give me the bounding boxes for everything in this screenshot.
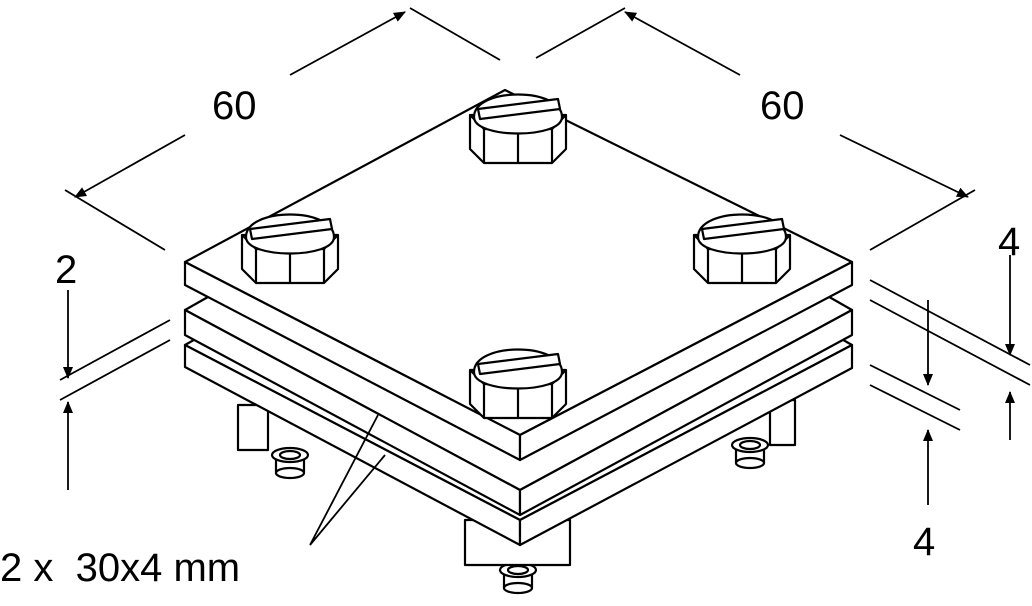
dimension-thickness-top: 4 [998,220,1021,264]
bar-specification: 2 x 30x4 mm [0,546,241,590]
dimension-thickness-bottom: 4 [913,520,936,564]
top-plate [183,88,854,462]
dimension-width-left: 60 [212,84,257,128]
nut-right [730,436,770,470]
nut-bottom [498,561,538,595]
dimension-gap: 2 [55,248,78,292]
dimension-width-right: 60 [760,84,805,128]
bolt-top [468,93,568,165]
bolt-left [240,213,340,285]
nut-left [270,446,310,480]
bolt-right [692,213,792,285]
bolt-front [468,348,568,420]
dimension-lines [59,7,1031,546]
